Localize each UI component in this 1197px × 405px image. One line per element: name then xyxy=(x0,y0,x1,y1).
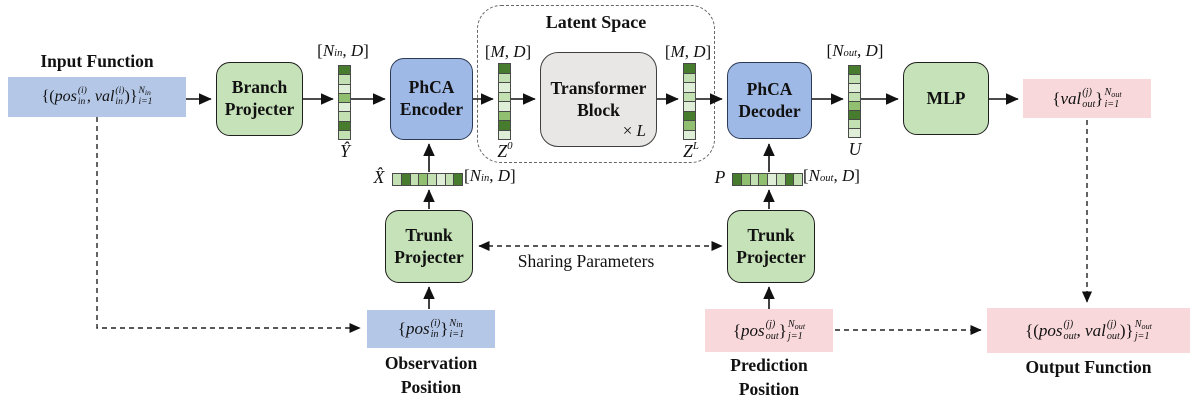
p-bar xyxy=(732,173,803,186)
bar-cell xyxy=(683,129,696,140)
bar-cell xyxy=(848,128,861,138)
sharing-parameters-label: Sharing Parameters xyxy=(517,251,655,271)
latent-space-title: Latent Space xyxy=(545,12,647,32)
dim-label-m-d-left: [M, D] xyxy=(484,42,532,61)
input-function-title: Input Function xyxy=(40,51,154,71)
x-hat-label: X̂ xyxy=(373,167,385,187)
latent-space-region: Latent Space xyxy=(477,5,715,163)
zl-bar xyxy=(683,63,696,140)
dim-label-m-d-right: [M, D] xyxy=(664,42,712,61)
branch-projecter-box: Branch Projecter xyxy=(216,62,303,136)
y-hat-bar xyxy=(338,65,351,140)
dashed-connectors xyxy=(96,117,1093,336)
output-function-caption: Output Function xyxy=(1025,357,1152,377)
transformer-block-label: Transformer Block xyxy=(550,77,647,120)
bar-cell xyxy=(338,129,351,140)
u-bar xyxy=(848,65,861,138)
u-label: U xyxy=(848,139,862,159)
transformer-block-box: Transformer Block × L xyxy=(540,52,657,147)
z0-bar xyxy=(498,63,511,140)
observation-position-caption: Observation Position xyxy=(384,353,478,397)
trunk-projecter-left-box: Trunk Projecter xyxy=(385,210,473,283)
y-hat-label: Ŷ xyxy=(340,141,350,161)
repeat-times-l-label: × L xyxy=(622,120,646,140)
phca-decoder-box: PhCA Decoder xyxy=(727,62,812,139)
trunk-projecter-right-box: Trunk Projecter xyxy=(727,210,815,283)
x-hat-bar xyxy=(392,173,463,186)
bar-cell xyxy=(793,173,803,186)
phca-encoder-box: PhCA Encoder xyxy=(390,58,473,140)
prediction-position-caption: Prediction Position xyxy=(730,355,808,399)
vertical-arrows xyxy=(423,143,775,309)
bar-cell xyxy=(453,173,463,186)
mlp-box: MLP xyxy=(903,62,989,135)
p-label: P xyxy=(714,167,726,187)
bar-cell xyxy=(498,129,511,140)
